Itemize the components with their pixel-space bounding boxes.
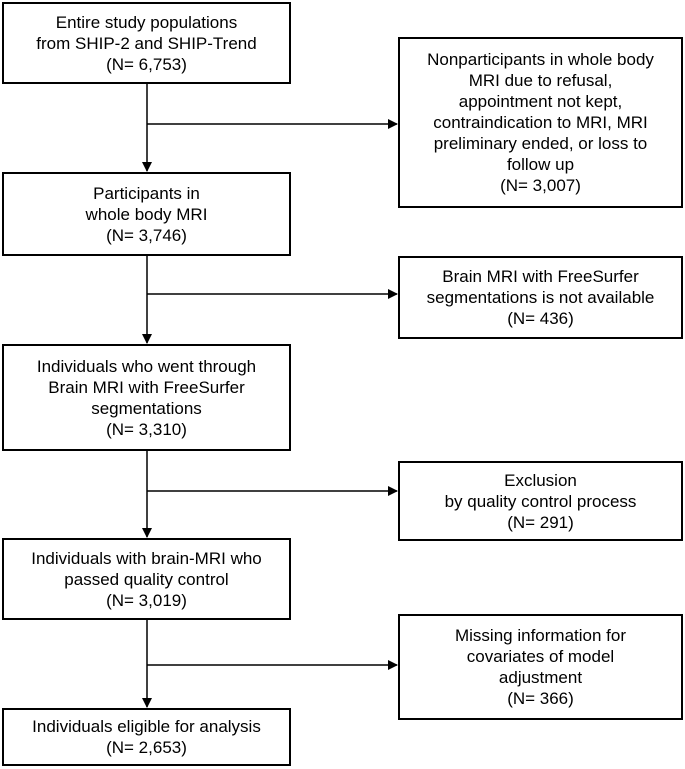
exclusion-line: preliminary ended, or loss to (433, 134, 648, 153)
exclusion-line: (N= 291) (507, 512, 574, 532)
step-line: Individuals who went through (36, 356, 257, 376)
exclusion-line: segmentations is not available (426, 288, 655, 307)
exclusion-line: Brain MRI with FreeSurfer (442, 267, 639, 286)
exclusion-line: (N= 366) (507, 689, 574, 708)
step-brain-mri-freesurfer: Individuals who went through Brain MRI w… (2, 344, 291, 451)
exclusion-quality-control: Exclusion by quality control process (N=… (398, 461, 683, 541)
step-line: Participants in (93, 183, 200, 203)
exclusion-line: adjustment (498, 668, 583, 687)
exclusion-nonparticipants: Nonparticipants in whole body MRI due to… (398, 37, 683, 208)
exclusion-line: contraindication to MRI, MRI (433, 113, 648, 132)
step-passed-quality-control: Individuals with brain-MRI who passed qu… (2, 538, 291, 620)
step-line: from SHIP-2 and SHIP-Trend (36, 33, 257, 53)
step-eligible-for-analysis: Individuals eligible for analysis (N= 2,… (2, 708, 291, 766)
step-line: Individuals eligible for analysis (32, 717, 261, 736)
step-line: passed quality control (64, 569, 229, 589)
step-line: (N= 3,019) (106, 590, 187, 610)
step-line: (N= 3,746) (106, 225, 187, 245)
step-line: Brain MRI with FreeSurfer (48, 377, 245, 397)
step-whole-body-mri: Participants in whole body MRI (N= 3,746… (2, 172, 291, 256)
exclusion-line: by quality control process (444, 491, 637, 511)
exclusion-line: Exclusion (504, 470, 577, 490)
exclusion-line: appointment not kept, (458, 92, 623, 111)
exclusion-line: covariates of model (466, 647, 615, 666)
exclusion-missing-covariates: Missing information for covariates of mo… (398, 614, 683, 720)
exclusion-line: follow up (506, 155, 575, 174)
step-line: whole body MRI (85, 204, 208, 224)
exclusion-line: (N= 436) (507, 309, 574, 328)
step-line: Entire study populations (55, 12, 238, 32)
step-study-population: Entire study populations from SHIP-2 and… (2, 2, 291, 84)
step-line: Individuals with brain-MRI who (31, 548, 262, 568)
exclusion-line: (N= 3,007) (500, 176, 581, 195)
exclusion-no-freesurfer: Brain MRI with FreeSurfer segmentations … (398, 256, 683, 339)
exclusion-line: Missing information for (454, 626, 626, 645)
exclusion-line: Nonparticipants in whole body (427, 50, 654, 69)
step-line: segmentations (91, 398, 202, 418)
step-line: (N= 3,310) (106, 419, 187, 439)
exclusion-line: MRI due to refusal, (468, 71, 613, 90)
step-line: (N= 2,653) (106, 738, 187, 757)
step-line: (N= 6,753) (106, 54, 187, 74)
